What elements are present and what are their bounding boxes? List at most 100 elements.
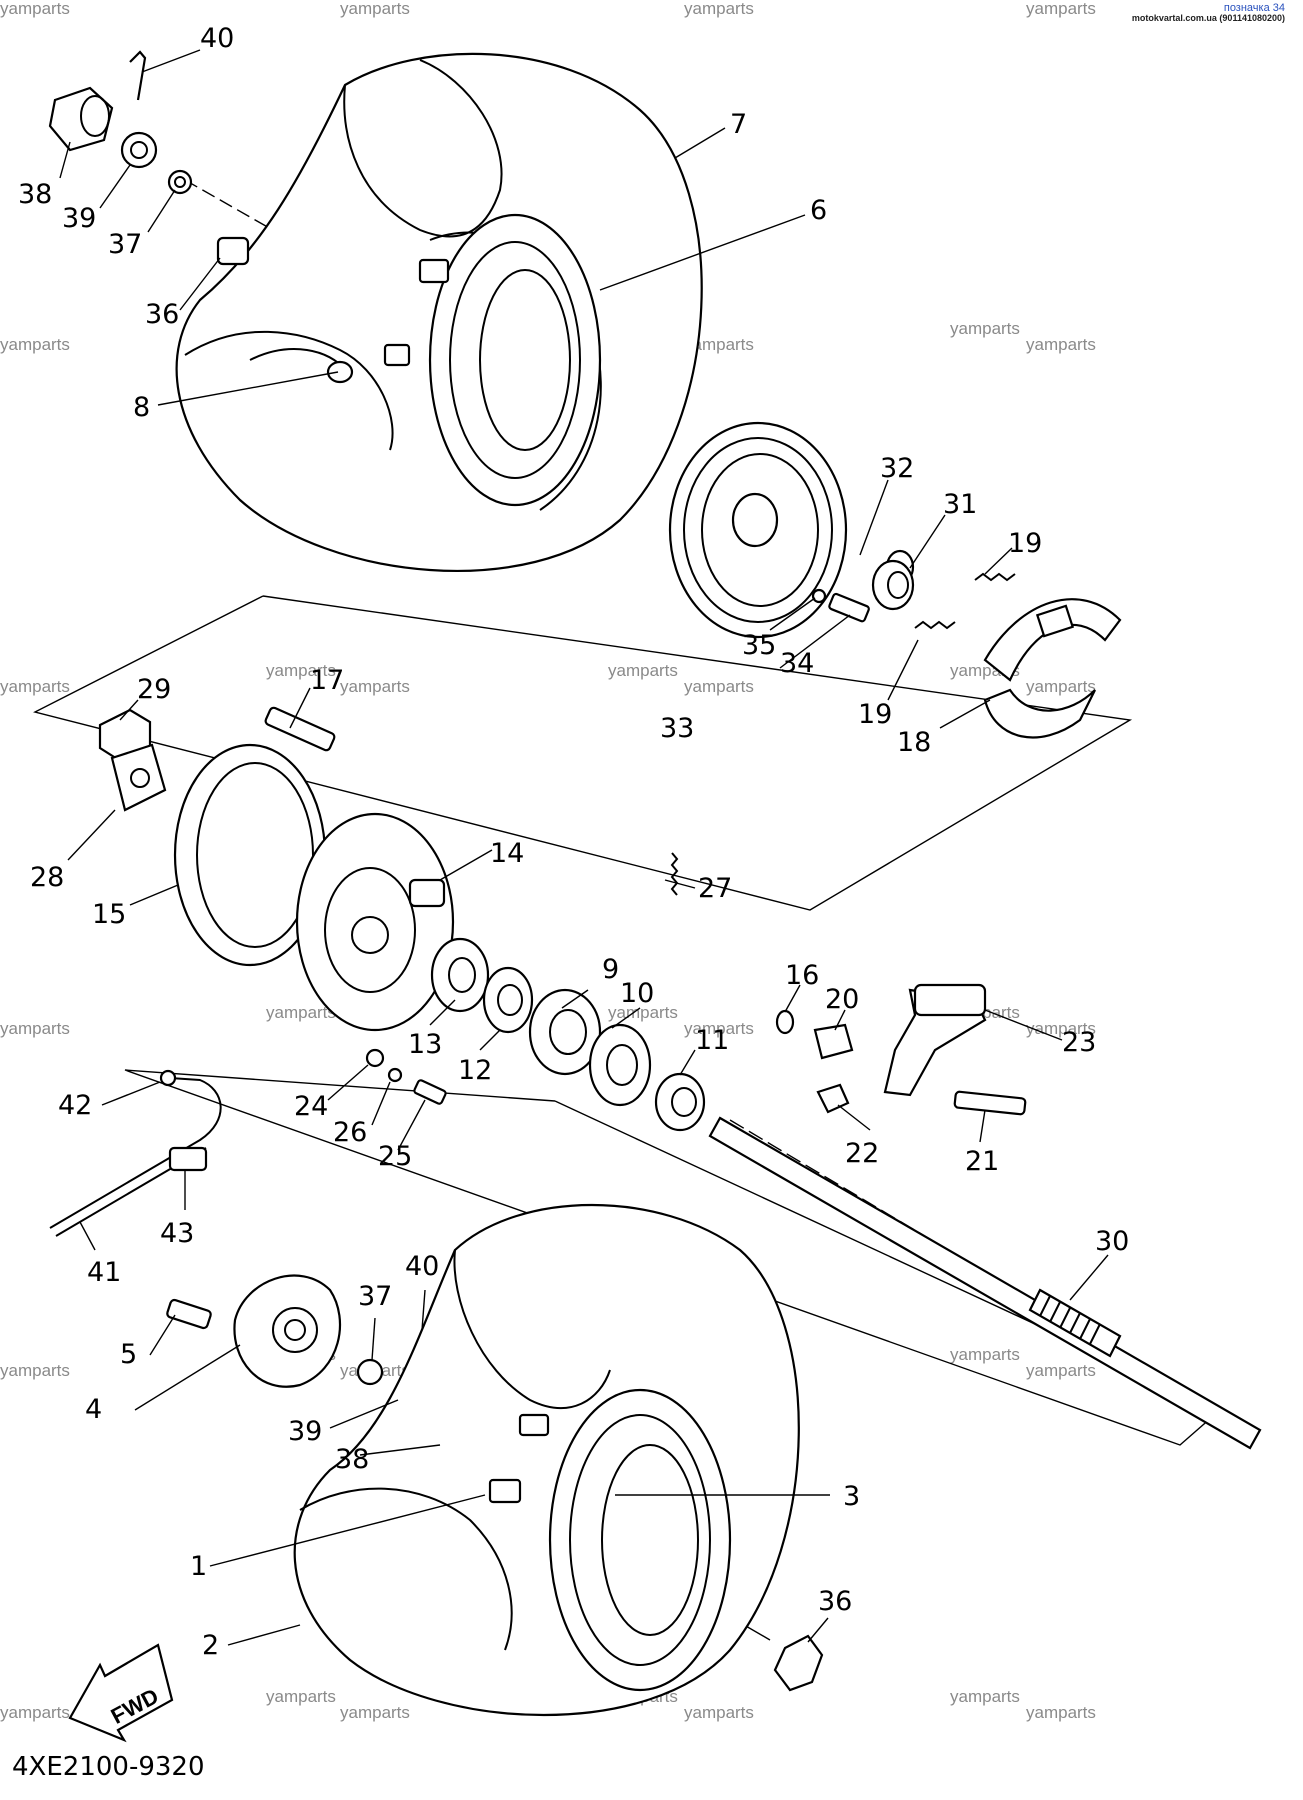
rear-axle bbox=[708, 1116, 1262, 1450]
spring-part bbox=[974, 572, 1016, 582]
callout-number: 31 bbox=[943, 489, 977, 520]
watermark: yamparts bbox=[684, 335, 754, 354]
watermark: yamparts bbox=[340, 1703, 410, 1722]
callout-number: 19 bbox=[858, 699, 892, 730]
spring-part bbox=[670, 852, 679, 896]
washer-part bbox=[167, 169, 193, 195]
callout-number: 36 bbox=[818, 1586, 852, 1617]
nut-part bbox=[773, 1634, 824, 1692]
cotter-pin-part bbox=[129, 50, 147, 101]
callout-number: 35 bbox=[742, 630, 776, 661]
brake-drum bbox=[668, 421, 915, 639]
watermark: yamparts bbox=[340, 677, 410, 696]
rod-clamp-group bbox=[49, 1069, 222, 1237]
callout-number: 2 bbox=[202, 1630, 219, 1661]
watermark: yamparts bbox=[266, 1003, 336, 1022]
watermark: yamparts bbox=[608, 661, 678, 680]
hub-part bbox=[233, 1274, 342, 1388]
callout-number: 17 bbox=[310, 665, 344, 696]
brake-group-frame bbox=[33, 595, 1133, 911]
axle-centerline bbox=[729, 1119, 1251, 1431]
callout-number: 23 bbox=[1062, 1027, 1096, 1058]
bolt-part bbox=[413, 1079, 447, 1105]
callout-number: 41 bbox=[87, 1257, 121, 1288]
clamp-part bbox=[168, 1146, 208, 1172]
callout-number: 13 bbox=[408, 1029, 442, 1060]
callout-number: 37 bbox=[358, 1281, 392, 1312]
brake-shoe-assembly bbox=[914, 572, 1122, 739]
fwd-arrow: FWD bbox=[68, 1643, 174, 1743]
callout-number: 40 bbox=[200, 23, 234, 54]
lower-wheel bbox=[293, 1204, 824, 1717]
watermark: yamparts bbox=[0, 1361, 70, 1380]
callout-number: 20 bbox=[825, 984, 859, 1015]
bearing-part bbox=[588, 1023, 652, 1107]
spring-part bbox=[914, 620, 956, 630]
plug-part bbox=[828, 592, 870, 623]
washer-part bbox=[365, 1048, 385, 1068]
watermark: yamparts bbox=[608, 1003, 678, 1022]
callout-number: 32 bbox=[880, 453, 914, 484]
upper-fasteners bbox=[48, 50, 354, 384]
spacer-part bbox=[482, 966, 534, 1034]
gasket-plate-part bbox=[110, 743, 167, 812]
bolt-part bbox=[264, 706, 336, 752]
callout-number: 22 bbox=[845, 1138, 879, 1169]
callout-number: 21 bbox=[965, 1146, 999, 1177]
o-ring-part bbox=[775, 1009, 795, 1035]
castle-nut-part bbox=[120, 131, 158, 169]
bearing-part bbox=[528, 988, 602, 1076]
callout-number: 4 bbox=[85, 1394, 102, 1425]
leader-lines bbox=[59, 49, 1109, 1646]
brake-panel-group bbox=[98, 706, 706, 1132]
callout-number: 25 bbox=[378, 1141, 412, 1172]
watermark: yamparts bbox=[0, 0, 70, 18]
callout-number: 26 bbox=[333, 1117, 367, 1148]
watermark: yamparts bbox=[266, 1687, 336, 1706]
bolt-part bbox=[953, 1090, 1027, 1116]
watermark: yamparts bbox=[1026, 0, 1096, 18]
watermark: yamparts bbox=[0, 1703, 70, 1722]
watermark: yamparts bbox=[266, 661, 336, 680]
watermark: yamparts bbox=[1026, 1361, 1096, 1380]
nut-part bbox=[816, 1083, 850, 1114]
washer-part bbox=[356, 1358, 384, 1386]
bearing-part bbox=[430, 937, 490, 1013]
nut-part bbox=[216, 236, 250, 266]
watermark: yamparts bbox=[950, 1345, 1020, 1364]
callout-number: 7 bbox=[730, 109, 747, 140]
watermark: yamparts bbox=[1026, 335, 1096, 354]
callout-number: 14 bbox=[490, 838, 524, 869]
callout-number: 5 bbox=[120, 1339, 137, 1370]
watermark: yamparts bbox=[950, 1687, 1020, 1706]
stud-part bbox=[326, 360, 354, 384]
plate-part bbox=[813, 1023, 854, 1060]
callout-number: 6 bbox=[810, 195, 827, 226]
brake-panel-part bbox=[295, 812, 455, 1032]
brake-lever-group bbox=[775, 983, 1027, 1116]
callout-number: 39 bbox=[288, 1416, 322, 1447]
watermark: yamparts bbox=[684, 677, 754, 696]
callout-number: 30 bbox=[1095, 1226, 1129, 1257]
callout-number: 43 bbox=[160, 1218, 194, 1249]
callout-number: 38 bbox=[18, 179, 52, 210]
gasket-part bbox=[811, 588, 827, 604]
site-tag-subtitle: motokvartal.com.ua (901141080200) bbox=[1131, 13, 1285, 23]
callout-number: 36 bbox=[145, 299, 179, 330]
callout-number: 24 bbox=[294, 1091, 328, 1122]
callout-number: 18 bbox=[897, 727, 931, 758]
watermark: yamparts bbox=[1026, 677, 1096, 696]
callout-number: 15 bbox=[92, 899, 126, 930]
diagram-code: 4XE2100-9320 bbox=[12, 1752, 205, 1782]
washer-part bbox=[387, 1067, 403, 1083]
callout-number: 3 bbox=[843, 1481, 860, 1512]
callout-numbers: 40 7 38 39 37 6 36 8 32 31 19 35 34 19 3… bbox=[18, 23, 1129, 1661]
site-tag-title: позначка 34 bbox=[1223, 2, 1285, 14]
watermark: yamparts bbox=[0, 1019, 70, 1038]
callout-number: 38 bbox=[335, 1444, 369, 1475]
watermark: yamparts bbox=[684, 1703, 754, 1722]
watermark: yamparts bbox=[684, 1019, 754, 1038]
callout-number: 1 bbox=[190, 1551, 207, 1582]
callout-number: 42 bbox=[58, 1090, 92, 1121]
